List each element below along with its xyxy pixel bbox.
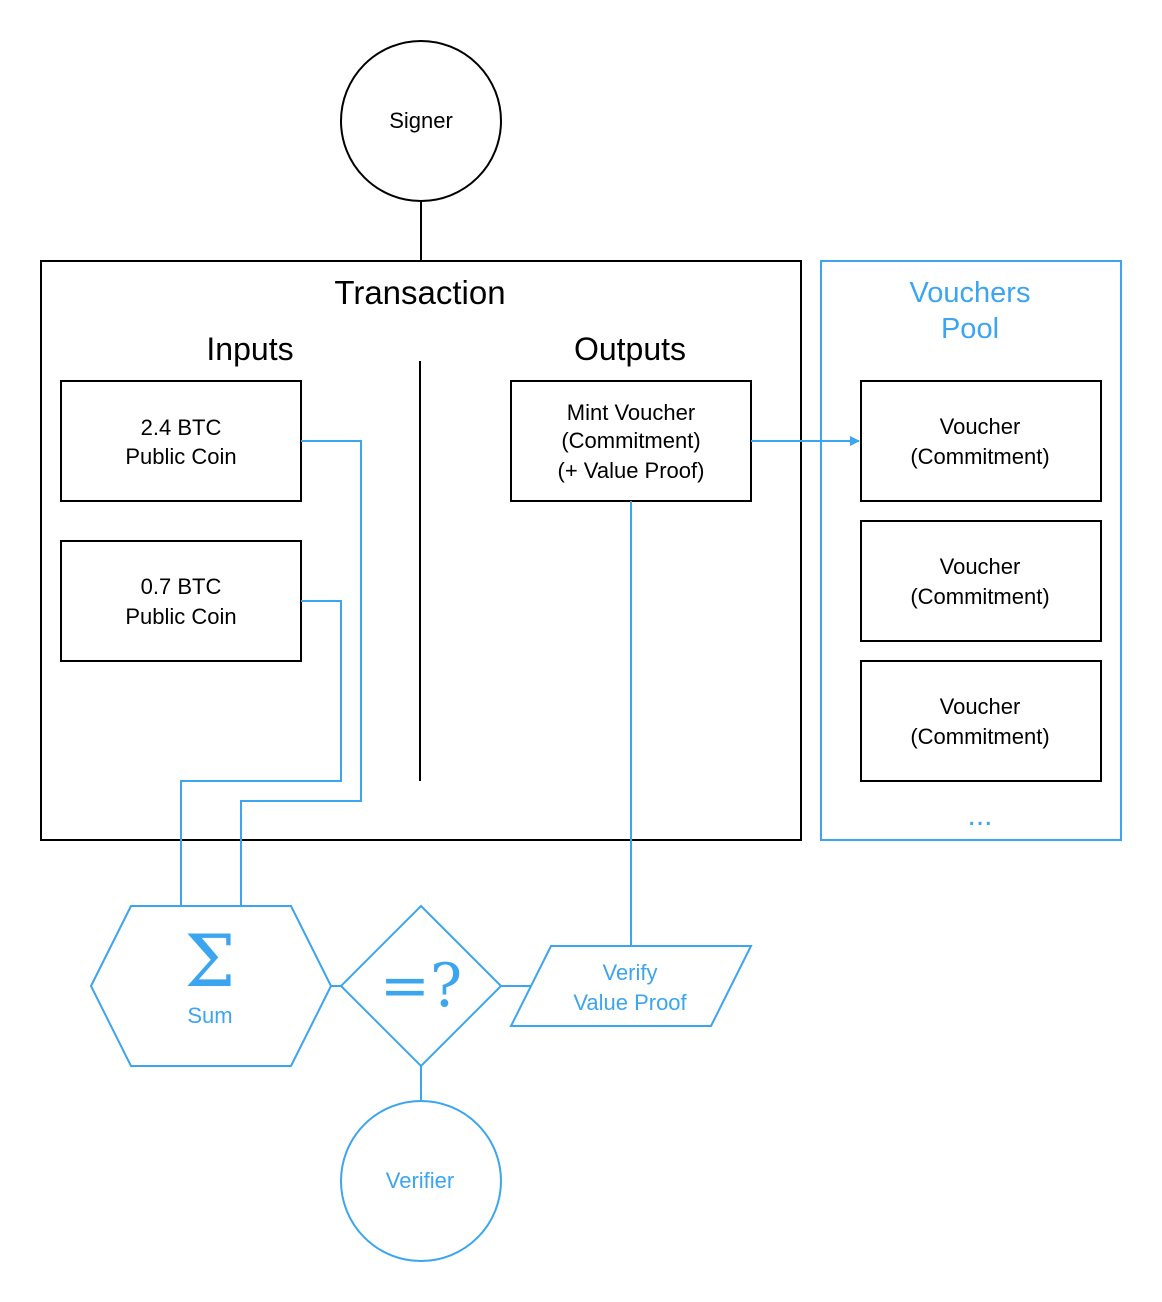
input-coin-amount: 2.4 BTC: [141, 415, 222, 440]
voucher-box: [860, 520, 1102, 642]
sigma-icon: Σ: [185, 919, 236, 1003]
voucher-title: Voucher: [940, 554, 1021, 579]
voucher-box: [860, 380, 1102, 502]
input-coin-box: [60, 540, 302, 662]
voucher-box: [860, 660, 1102, 782]
voucher-commitment: (Commitment): [910, 724, 1049, 749]
sum-label: Sum: [187, 1003, 232, 1028]
verify-proof-shape: [509, 945, 753, 1027]
input-coin-box: [60, 380, 302, 502]
transaction-box: [40, 260, 802, 841]
outputs-heading: Outputs: [574, 331, 686, 367]
pool-title-line1: Vouchers: [910, 277, 1031, 309]
input-coin-type: Public Coin: [125, 604, 236, 629]
verifier-label: Verifier: [386, 1168, 454, 1193]
input-coin-type: Public Coin: [125, 444, 236, 469]
inputs-heading: Inputs: [206, 331, 293, 367]
input-to-sum-connector: [180, 600, 342, 906]
mint-voucher-commitment: (Commitment): [561, 428, 700, 453]
equals-question-icon: =?: [380, 951, 462, 1021]
input-to-sum-connector: [240, 440, 362, 906]
voucher-commitment: (Commitment): [910, 584, 1049, 609]
vouchers-pool-box: [820, 260, 1122, 841]
signer-label: Signer: [389, 108, 453, 133]
verify-proof-label: Value Proof: [573, 990, 687, 1015]
verifier-node: [340, 1100, 502, 1262]
mint-voucher-title: Mint Voucher: [567, 400, 695, 425]
voucher-title: Voucher: [940, 694, 1021, 719]
pool-ellipsis: ...: [967, 799, 992, 832]
pool-title-line2: Pool: [941, 313, 999, 345]
input-coin-amount: 0.7 BTC: [141, 574, 222, 599]
verify-label: Verify: [602, 960, 657, 985]
mint-voucher-proof: (+ Value Proof): [558, 458, 705, 483]
voucher-title: Voucher: [940, 414, 1021, 439]
transaction-title: Transaction: [334, 274, 505, 311]
voucher-commitment: (Commitment): [910, 444, 1049, 469]
